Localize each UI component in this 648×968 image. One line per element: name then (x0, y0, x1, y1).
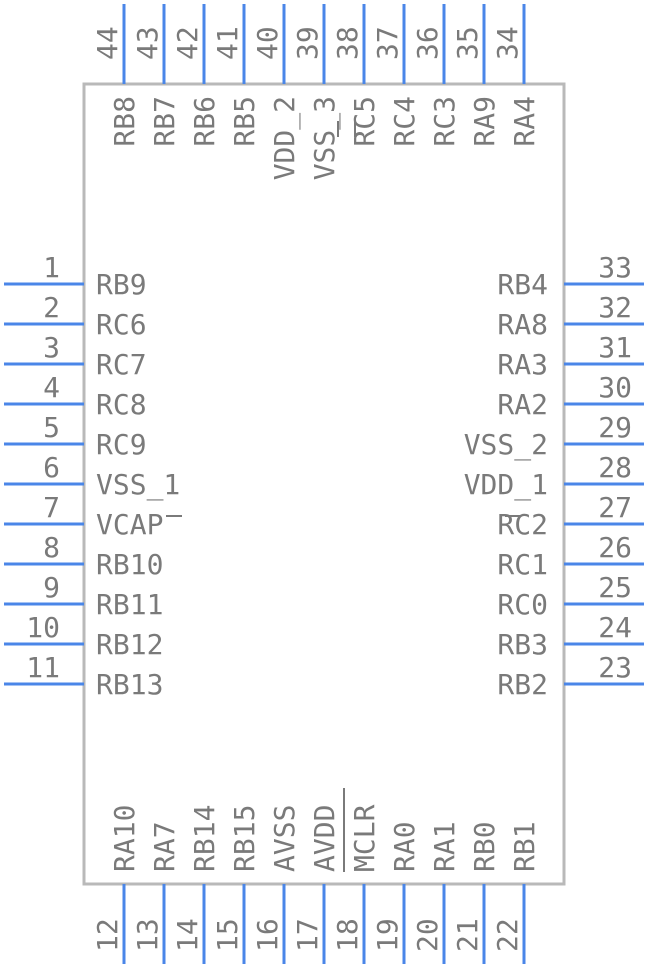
pin-number-14: 14 (171, 918, 204, 952)
pin-number-23: 23 (598, 651, 632, 684)
pin-number-31: 31 (598, 331, 632, 364)
pin-label-8: RB10 (96, 548, 163, 581)
pin-label-27: RC2 (497, 508, 548, 541)
pin-label-5: RC9 (96, 428, 147, 461)
pin-number-40: 40 (251, 26, 284, 60)
pin-number-32: 32 (598, 291, 632, 324)
pin-number-11: 11 (26, 651, 60, 684)
pin-number-8: 8 (43, 531, 60, 564)
pin-label-42: RB6 (188, 96, 221, 147)
pin-label-32: RA8 (497, 308, 548, 341)
pin-label-15: RB15 (228, 805, 261, 872)
pin-number-43: 43 (131, 26, 164, 60)
pin-label-21: RB0 (468, 821, 501, 872)
pin-number-39: 39 (291, 26, 324, 60)
pin-number-33: 33 (598, 251, 632, 284)
pin-number-12: 12 (91, 918, 124, 952)
pins-bottom-group: 12 RA10 13 RA7 14 RB14 15 RB15 16 AVSS 17 AVDD 18 MCL… (91, 788, 541, 964)
pin-label-33: RB4 (497, 268, 548, 301)
pin-label-11: RB13 (96, 668, 163, 701)
pin-label-24: RB3 (497, 628, 548, 661)
pin-label-37: RC4 (388, 96, 421, 147)
pin-number-38: 38 (331, 26, 364, 60)
pin-number-13: 13 (131, 918, 164, 952)
pin-label-31: RA3 (497, 348, 548, 381)
pin-number-19: 19 (371, 918, 404, 952)
pin-label-36: RC3 (428, 96, 461, 147)
pin-number-2: 2 (43, 291, 60, 324)
pin-label-6: VSS_1 (96, 468, 180, 502)
pin-number-34: 34 (491, 26, 524, 60)
pin-label-9: RB11 (96, 588, 163, 621)
pin-number-7: 7 (43, 491, 60, 524)
pin-number-29: 29 (598, 411, 632, 444)
pin-number-4: 4 (43, 371, 60, 404)
pin-label-22: RB1 (508, 821, 541, 872)
pin-label-14: RB14 (188, 805, 221, 872)
pin-number-27: 27 (598, 491, 632, 524)
pin-label-44: RB8 (108, 96, 141, 147)
pin-number-44: 44 (91, 26, 124, 60)
pin-number-21: 21 (451, 918, 484, 952)
pin-label-10: RB12 (96, 628, 163, 661)
pin-label-12: RA10 (108, 805, 141, 872)
pin-number-6: 6 (43, 451, 60, 484)
pin-label-3: RC7 (96, 348, 147, 381)
pin-number-20: 20 (411, 918, 444, 952)
pin-label-7: VCAP (96, 508, 163, 541)
pin-number-3: 3 (43, 331, 60, 364)
pin-label-17: AVDD (308, 805, 341, 872)
pin-label-39: VSS_3 (308, 96, 342, 180)
pin-label-23: RB2 (497, 668, 548, 701)
pin-number-17: 17 (291, 918, 324, 952)
pin-label-13: RA7 (148, 821, 181, 872)
pin-number-30: 30 (598, 371, 632, 404)
pin-label-35: RA9 (468, 96, 501, 147)
pin-number-41: 41 (211, 26, 244, 60)
pin-label-2: RC6 (96, 308, 147, 341)
pin-number-24: 24 (598, 611, 632, 644)
pin-number-15: 15 (211, 918, 244, 952)
pin-label-43: RB7 (148, 96, 181, 147)
pin-label-20: RA1 (428, 821, 461, 872)
pin-number-35: 35 (451, 26, 484, 60)
pin-number-5: 5 (43, 411, 60, 444)
pin-number-10: 10 (26, 611, 60, 644)
pin-label-4: RC8 (96, 388, 147, 421)
pin-number-1: 1 (43, 251, 60, 284)
pin-label-1: RB9 (96, 268, 147, 301)
pin-number-25: 25 (598, 571, 632, 604)
pin-label-18: MCLR (348, 804, 381, 872)
pin-number-22: 22 (491, 918, 524, 952)
pin-label-26: RC1 (497, 548, 548, 581)
pin-label-25: RC0 (497, 588, 548, 621)
pin-number-9: 9 (43, 571, 60, 604)
pin-number-18: 18 (331, 918, 364, 952)
pin-label-41: RB5 (228, 96, 261, 147)
pin-number-37: 37 (371, 26, 404, 60)
pin-label-19: RA0 (388, 821, 421, 872)
pin-number-26: 26 (598, 531, 632, 564)
pin-label-29: VSS_2 (464, 428, 548, 462)
pin-label-16: AVSS (268, 805, 301, 872)
pin-number-36: 36 (411, 26, 444, 60)
pin-number-28: 28 (598, 451, 632, 484)
pin-number-42: 42 (171, 26, 204, 60)
pin-label-28: VDD_1 (464, 468, 548, 502)
pin-label-38: RC5 (348, 96, 381, 147)
pin-number-16: 16 (251, 918, 284, 952)
pin-label-34: RA4 (508, 96, 541, 147)
pin-label-40: VDD_2 (268, 96, 302, 180)
pin-label-30: RA2 (497, 388, 548, 421)
